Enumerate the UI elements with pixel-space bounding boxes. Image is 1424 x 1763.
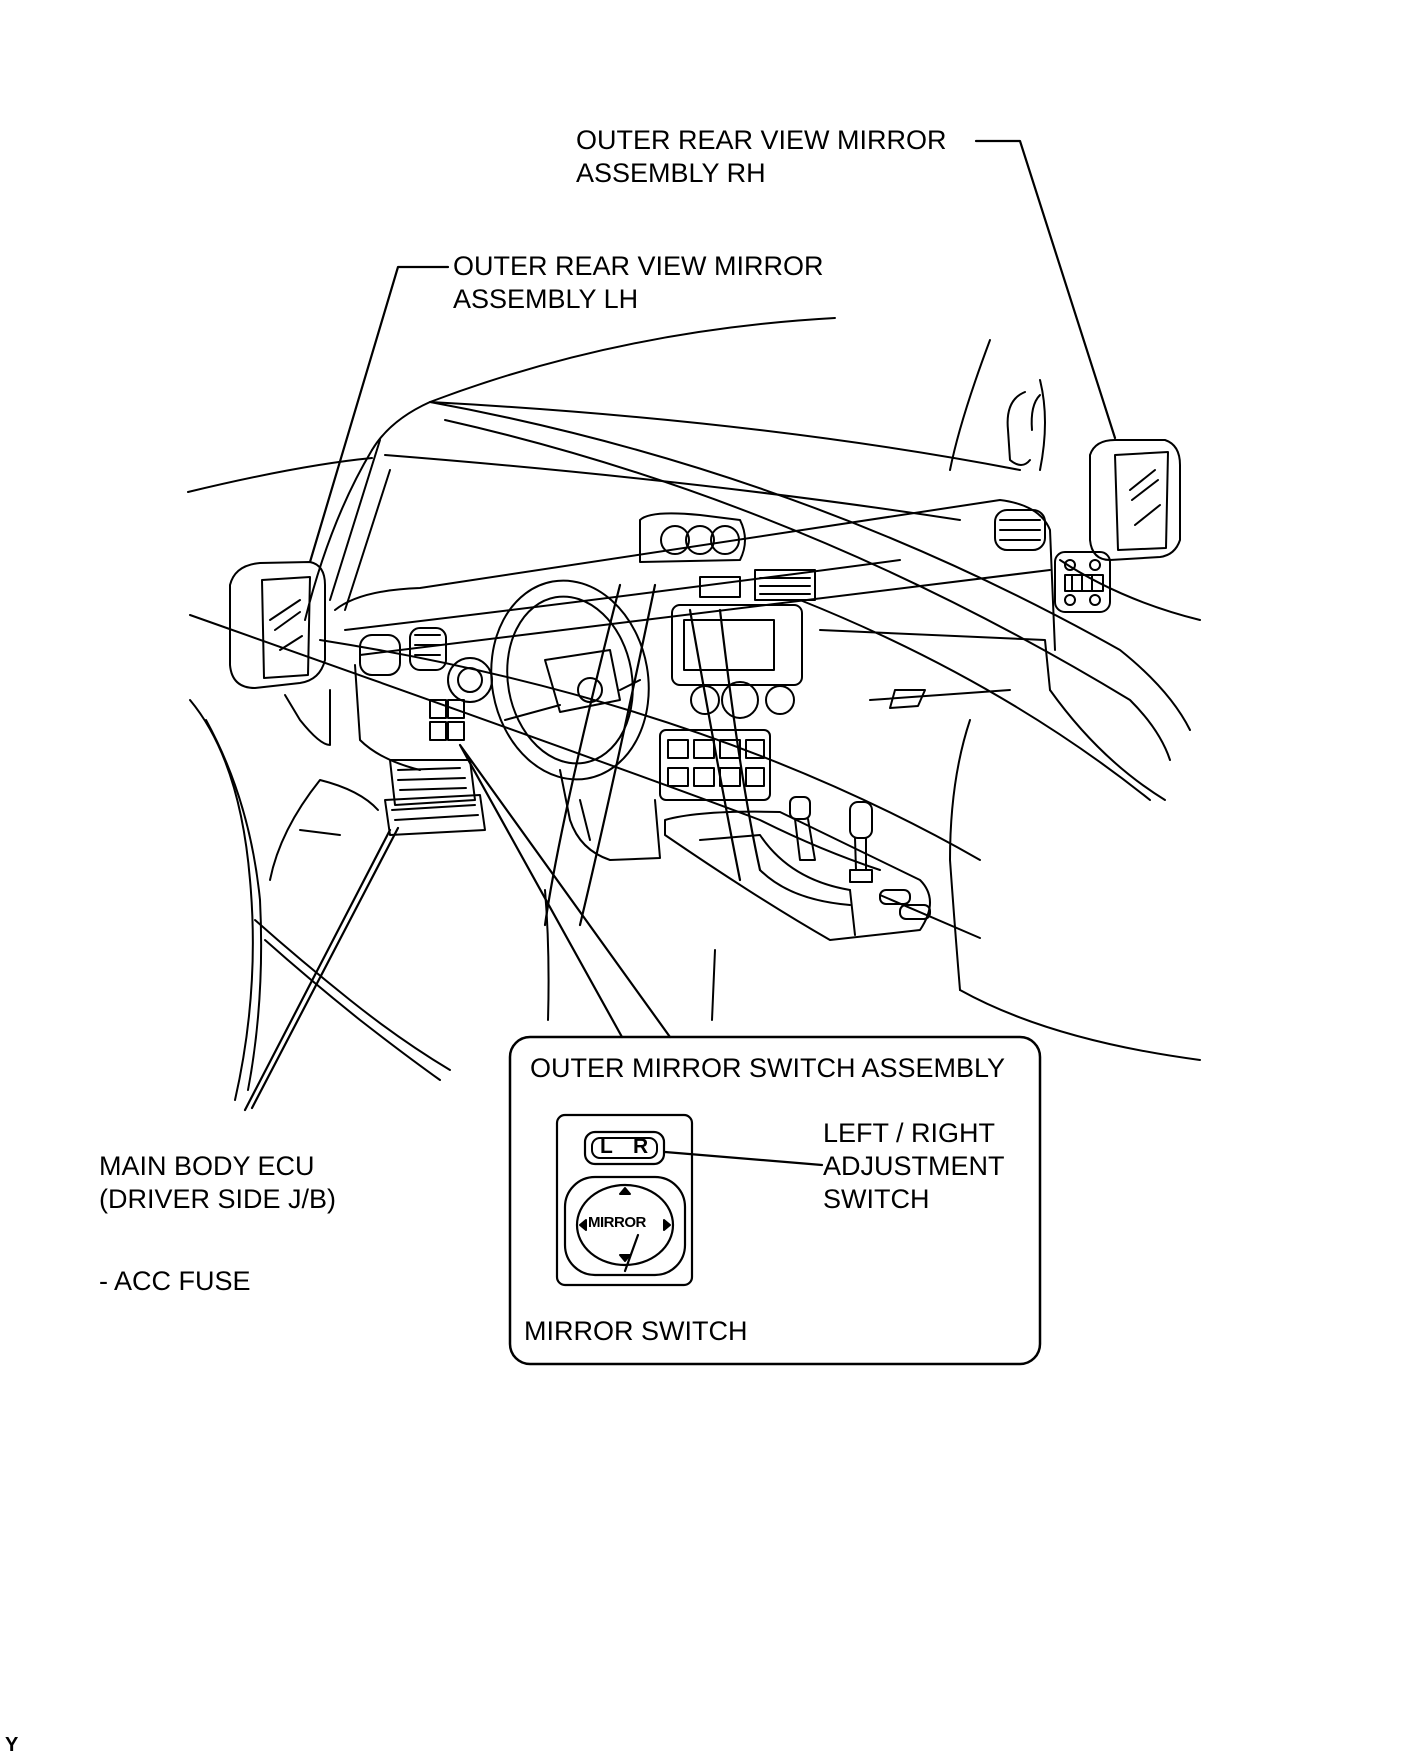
leader-lr-switch [663, 1150, 824, 1167]
label-lr-adjustment-switch: LEFT / RIGHT ADJUSTMENT SWITCH [823, 1117, 1005, 1216]
label-lr-line3: SWITCH [823, 1184, 930, 1214]
driver-side-jb [384, 699, 486, 836]
callout-frame [508, 1035, 1042, 1366]
floor-console [664, 796, 981, 941]
leader-lines [243, 139, 1117, 1273]
label-mirror-lh: OUTER REAR VIEW MIRROR ASSEMBLY LH [453, 250, 824, 316]
leader-ecu [243, 828, 392, 1112]
right-door-body [1006, 391, 1201, 621]
label-lr-line2: ADJUSTMENT [823, 1151, 1005, 1181]
leader-switch-assembly [458, 743, 672, 1039]
corner-code: Y [5, 1734, 19, 1756]
windshield-outline [187, 317, 1021, 621]
mirror-joystick [575, 1183, 675, 1267]
label-mirror-rh: OUTER REAR VIEW MIRROR ASSEMBLY RH [576, 124, 947, 190]
leader-rh-mirror [974, 139, 1117, 440]
switch-assembly-callout [508, 1035, 1042, 1366]
rh-mirror-illustration [1089, 439, 1181, 561]
switch-housing [555, 1113, 694, 1287]
lr-button-outline [583, 1130, 666, 1166]
label-main-body-ecu: MAIN BODY ECU (DRIVER SIDE J/B) [99, 1150, 336, 1216]
switch-button-right: R [633, 1135, 649, 1158]
steering-wheel [447, 579, 650, 781]
switch-button-left: L [600, 1135, 613, 1158]
lh-mirror-illustration [229, 561, 331, 746]
mirror-switch-outline [563, 1175, 687, 1277]
label-mirror-lh-line1: OUTER REAR VIEW MIRROR [453, 251, 824, 281]
center-console [639, 509, 1046, 801]
leader-ecu-2 [250, 826, 400, 1110]
arrow-down-icon [619, 1254, 631, 1262]
arrow-right-icon [663, 1219, 671, 1231]
steering-column [559, 769, 661, 861]
label-acc-fuse: - ACC FUSE [99, 1266, 251, 1296]
label-ecu-line2: (DRIVER SIDE J/B) [99, 1184, 337, 1214]
label-mirror-lh-line2: ASSEMBLY LH [453, 284, 639, 314]
left-air-vent [359, 627, 447, 676]
arrow-left-icon [579, 1219, 587, 1231]
label-mirror-rh-line2: ASSEMBLY RH [576, 158, 766, 188]
arrow-up-icon [619, 1187, 631, 1195]
dashboard [334, 499, 1201, 1061]
a-pillar-lines [189, 339, 1191, 871]
label-switch-assembly: OUTER MIRROR SWITCH ASSEMBLY [530, 1053, 1006, 1083]
switch-button-mirror: MIRROR [588, 1214, 646, 1231]
label-ecu-line1: MAIN BODY ECU [99, 1151, 315, 1181]
label-mirror-switch: MIRROR SWITCH [524, 1316, 748, 1346]
left-door-body [189, 699, 451, 1101]
leader-lh-mirror [308, 265, 450, 564]
label-lr-line1: LEFT / RIGHT [823, 1118, 996, 1148]
label-mirror-rh-line1: OUTER REAR VIEW MIRROR [576, 125, 947, 155]
